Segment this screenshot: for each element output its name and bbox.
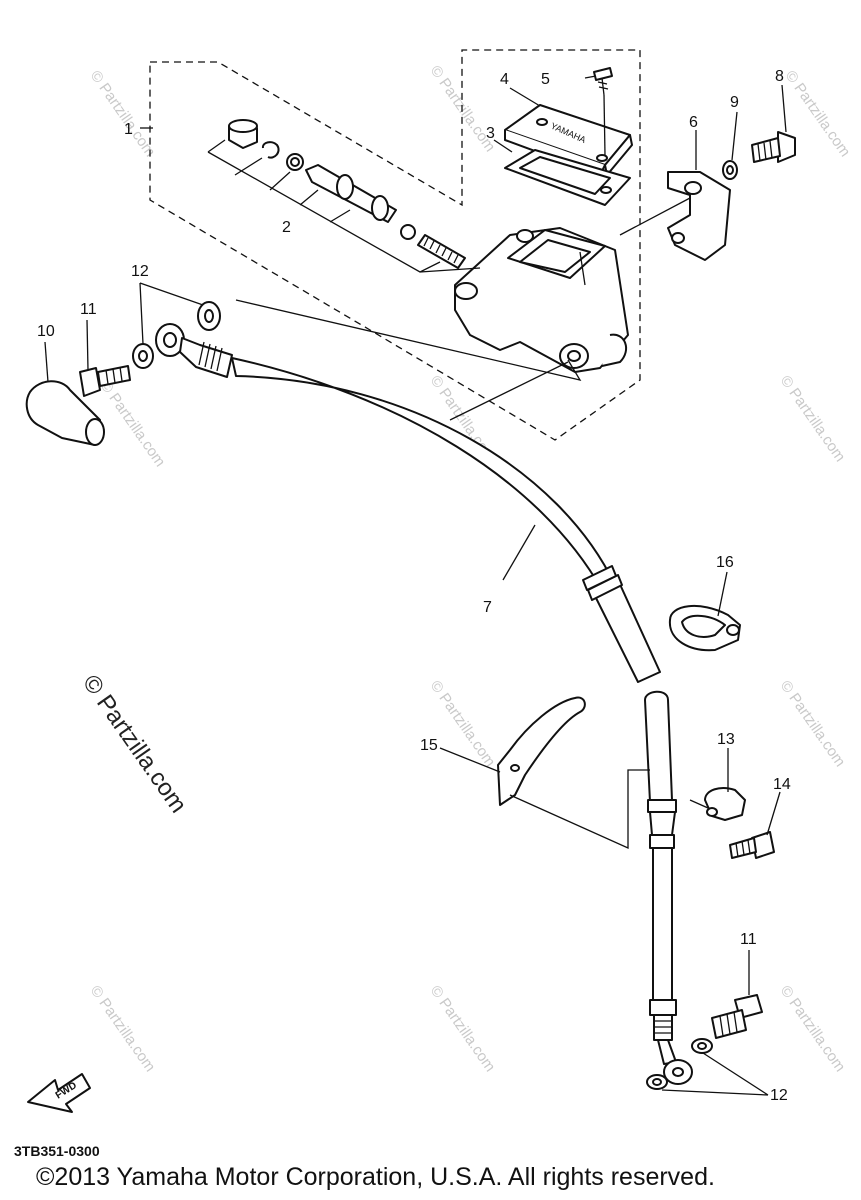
callout-1: 1 (124, 121, 133, 138)
fwd-arrow-icon: FWD (27, 1073, 91, 1113)
washer-9 (722, 160, 738, 180)
reservoir-cap: YAMAHA (504, 104, 633, 176)
callout-9: 9 (730, 94, 739, 111)
union-bolt-11-bottom (711, 994, 763, 1039)
master-cylinder-body (454, 227, 629, 373)
rubber-cap-10 (25, 380, 105, 446)
callout-2: 2 (282, 219, 291, 236)
bolt-14 (729, 831, 775, 859)
callout-5: 5 (541, 71, 550, 88)
watermark: © Partzilla.com (97, 378, 169, 471)
clamp-13 (704, 787, 746, 821)
handlebar-bracket (667, 171, 731, 261)
copper-washer-12-bottom (646, 1038, 713, 1090)
callout-11-bottom: 11 (740, 931, 757, 948)
callout-10: 10 (37, 323, 55, 340)
union-bolt-11-top (79, 365, 131, 397)
brake-hose-lower (644, 690, 693, 1085)
copyright-notice: ©2013 Yamaha Motor Corporation, U.S.A. A… (36, 1163, 715, 1191)
callout-11-top: 11 (80, 301, 97, 318)
watermark: © Partzilla.com (777, 678, 849, 771)
callout-13: 13 (717, 731, 735, 748)
diagram-code: 3TB351-0300 (14, 1143, 100, 1159)
watermark: © Partzilla.com (427, 983, 499, 1076)
bolt-8 (751, 131, 796, 163)
assembly-outline (149, 49, 641, 441)
watermark: © Partzilla.com (87, 68, 159, 161)
leader-lines (44, 75, 787, 1096)
watermark: © Partzilla.com (777, 983, 849, 1076)
hose-guide-15 (497, 696, 586, 806)
screw (593, 67, 613, 156)
callout-7: 7 (483, 599, 492, 616)
watermark: © Partzilla.com (427, 678, 499, 771)
brake-hose-upper (155, 323, 661, 683)
callout-12-bottom: 12 (770, 1087, 788, 1104)
callout-labels: 1 2 3 4 5 6 7 8 9 10 11 12 13 14 15 16 1… (37, 68, 791, 1104)
callout-6: 6 (689, 114, 698, 131)
callout-15: 15 (420, 737, 438, 754)
watermark-large: © Partzilla.com (77, 670, 192, 818)
callout-16: 16 (716, 554, 734, 571)
callout-3: 3 (486, 125, 495, 142)
piston-kit (207, 119, 481, 273)
watermark: © Partzilla.com (777, 373, 849, 466)
callout-12-top: 12 (131, 263, 149, 280)
copper-washer-12-top (132, 301, 221, 369)
callout-4: 4 (500, 71, 509, 88)
diaphragm (504, 149, 631, 206)
watermark: © Partzilla.com (87, 983, 159, 1076)
callout-8: 8 (775, 68, 784, 85)
hose-clamp-16 (668, 604, 741, 652)
callout-14: 14 (773, 776, 791, 793)
watermarks: © Partzilla.com © Partzilla.com © Partzi… (77, 63, 854, 1076)
